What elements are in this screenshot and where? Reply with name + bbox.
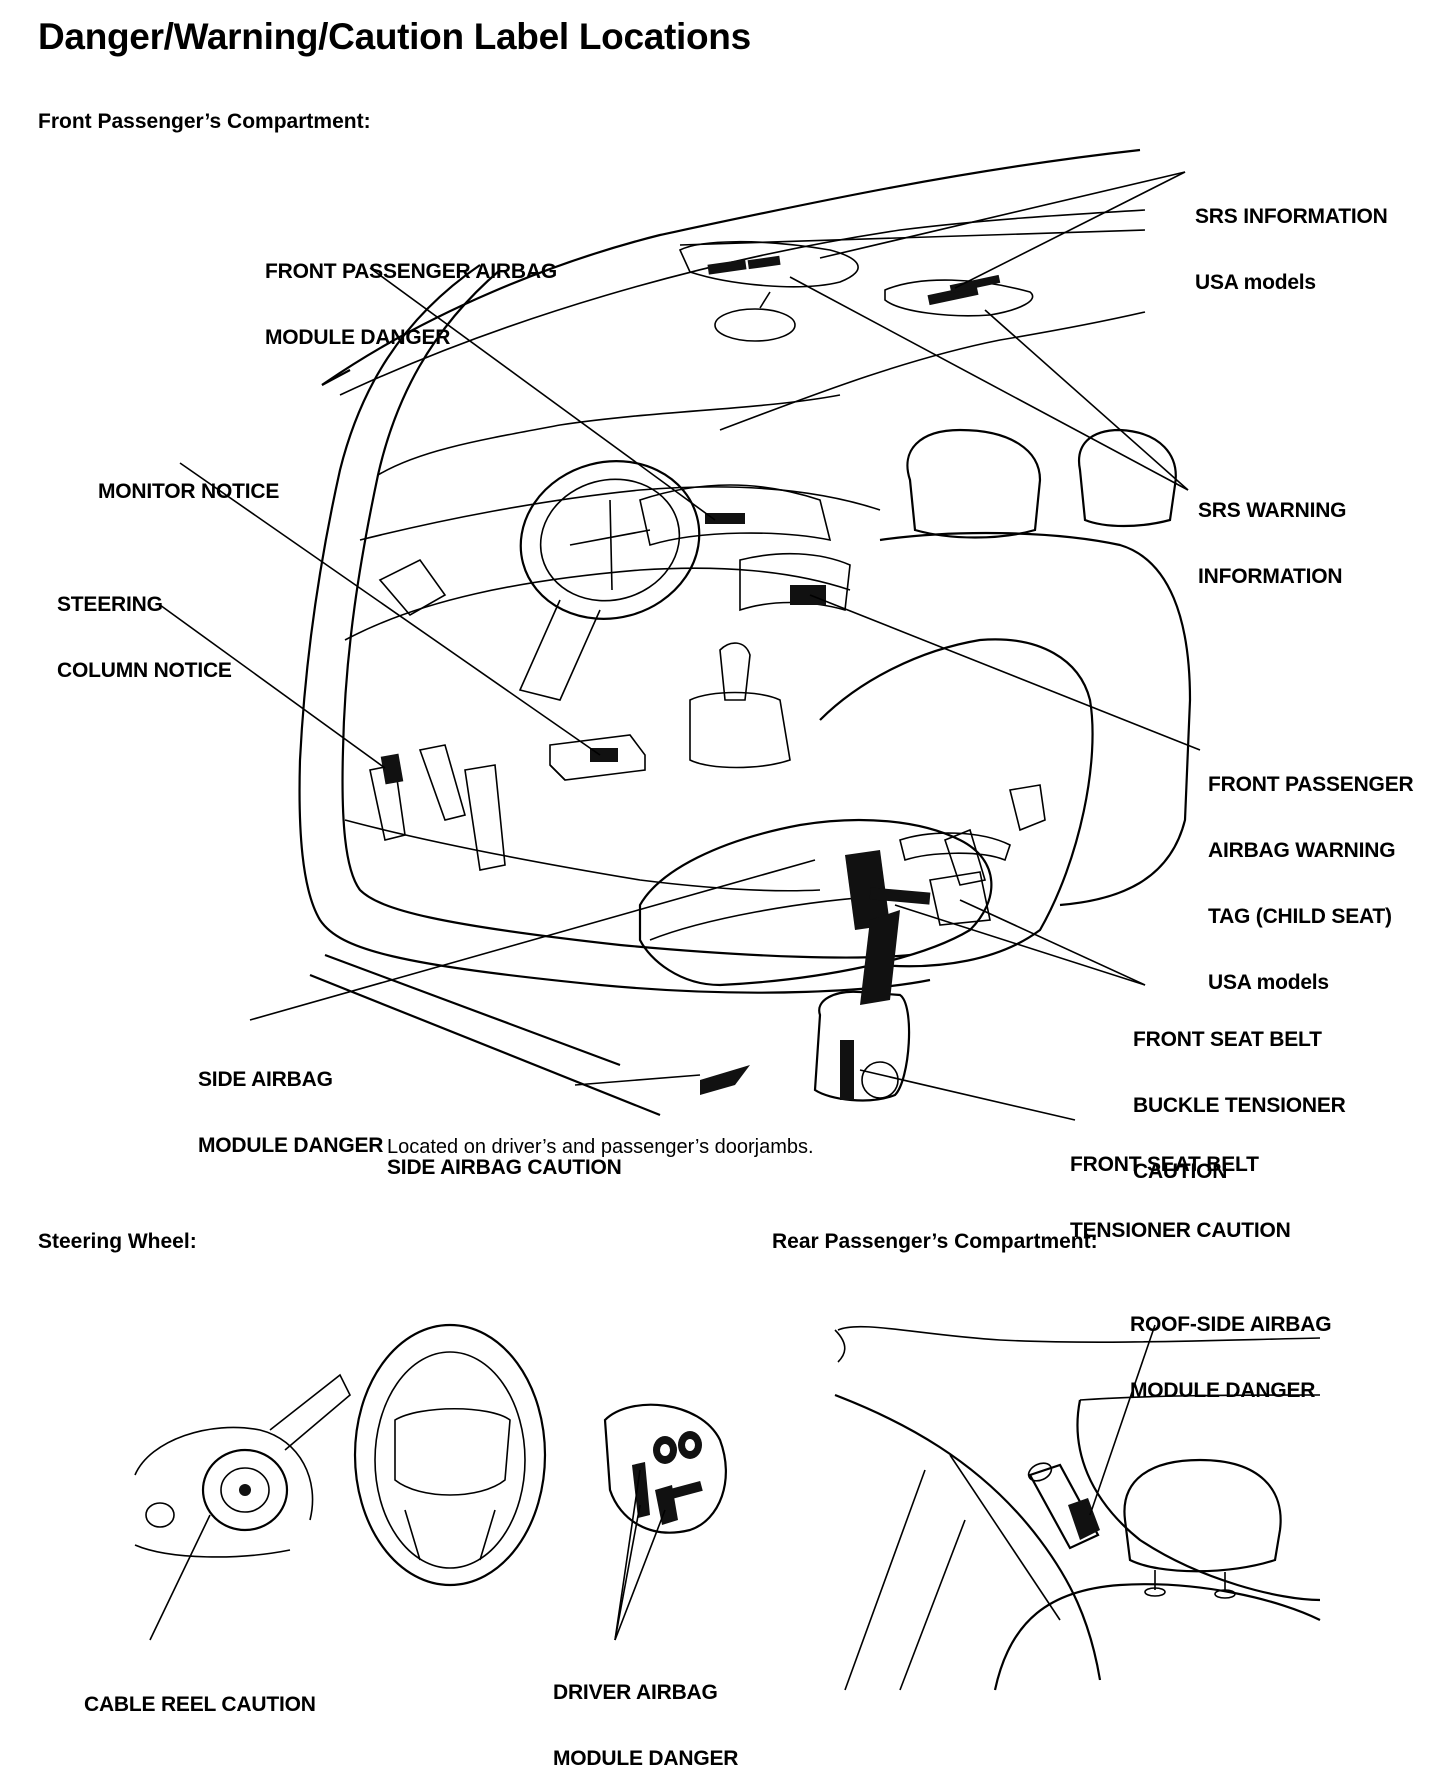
callout-side-airbag-caution: SIDE AIRBAG CAUTION bbox=[387, 1113, 622, 1201]
callout-fpawt-line4: USA models bbox=[1208, 971, 1329, 994]
callout-monitor-notice: MONITOR NOTICE bbox=[98, 437, 279, 525]
callout-damd-line2: MODULE DANGER bbox=[553, 1747, 739, 1770]
callout-steering-column-notice: STEERING COLUMN NOTICE bbox=[57, 550, 232, 704]
callout-driver-airbag-module-danger: DRIVER AIRBAG MODULE DANGER bbox=[553, 1638, 738, 1792]
section-steering-heading: Steering Wheel: bbox=[38, 1230, 197, 1253]
callout-front-seat-belt-buckle-tensioner-caution: FRONT SEAT BELT BUCKLE TENSIONER CAUTION bbox=[1133, 985, 1346, 1205]
callout-srs-warning-information: SRS WARNING INFORMATION bbox=[1198, 456, 1347, 610]
callout-fsbtc-line1: FRONT SEAT BELT bbox=[1070, 1153, 1259, 1176]
label-locations-illustration bbox=[134, 148, 1321, 1691]
rear-leader-lines bbox=[1089, 1324, 1156, 1516]
front-compartment-drawing bbox=[298, 148, 1192, 1117]
section-front-heading: Front Passenger’s Compartment: bbox=[38, 110, 371, 133]
callout-front-passenger-airbag-module-danger: FRONT PASSENGER AIRBAG MODULE DANGER bbox=[265, 217, 557, 371]
callout-fpawt-line1: FRONT PASSENGER bbox=[1208, 773, 1414, 796]
page-title: Danger/Warning/Caution Label Locations bbox=[38, 16, 751, 57]
callout-front-passenger-airbag-warning-tag: FRONT PASSENGER AIRBAG WARNING TAG (CHIL… bbox=[1208, 730, 1414, 1016]
callout-srs-information-line1: SRS INFORMATION bbox=[1195, 205, 1388, 228]
callout-srs-information-line2: USA models bbox=[1195, 271, 1316, 294]
callout-fpawt-line2: AIRBAG WARNING bbox=[1208, 839, 1396, 862]
callout-damd-line1: DRIVER AIRBAG bbox=[553, 1681, 718, 1704]
callout-samd-line2: MODULE DANGER bbox=[198, 1134, 384, 1157]
callout-srs-information: SRS INFORMATION USA models bbox=[1195, 162, 1388, 316]
callout-roof-side-airbag-module-danger: ROOF-SIDE AIRBAG MODULE DANGER bbox=[1130, 1270, 1332, 1424]
callout-cable-reel-caution: CABLE REEL CAUTION bbox=[84, 1650, 316, 1738]
callout-fsbtc-line2: TENSIONER CAUTION bbox=[1070, 1219, 1291, 1242]
front-leader-lines bbox=[159, 171, 1201, 1121]
callout-rsamd-line2: MODULE DANGER bbox=[1130, 1379, 1316, 1402]
callout-fsbbtc-line2: BUCKLE TENSIONER bbox=[1133, 1094, 1346, 1117]
callout-cable-reel-line1: CABLE REEL CAUTION bbox=[84, 1693, 316, 1716]
callout-fpamd-line1: FRONT PASSENGER AIRBAG bbox=[265, 260, 557, 283]
callout-front-seat-belt-tensioner-caution: FRONT SEAT BELT TENSIONER CAUTION bbox=[1070, 1110, 1291, 1264]
callout-rsamd-line1: ROOF-SIDE AIRBAG bbox=[1130, 1313, 1332, 1336]
rear-drawing bbox=[834, 1325, 1321, 1691]
callout-fpamd-line2: MODULE DANGER bbox=[265, 326, 451, 349]
callout-side-airbag-caution-line1: SIDE AIRBAG CAUTION bbox=[387, 1156, 622, 1179]
steering-leader-lines bbox=[149, 1469, 666, 1641]
callout-fsbbtc-line1: FRONT SEAT BELT bbox=[1133, 1028, 1322, 1051]
callout-side-airbag-module-danger: SIDE AIRBAG MODULE DANGER bbox=[198, 1025, 383, 1179]
callout-steering-column-line1: STEERING bbox=[57, 593, 163, 616]
callout-fpawt-line3: TAG (CHILD SEAT) bbox=[1208, 905, 1392, 928]
callout-monitor-notice-line1: MONITOR NOTICE bbox=[98, 480, 280, 503]
section-rear-heading: Rear Passenger’s Compartment: bbox=[772, 1230, 1098, 1253]
steering-drawing bbox=[134, 1323, 727, 1587]
callout-samd-line1: SIDE AIRBAG bbox=[198, 1068, 333, 1091]
callout-steering-column-line2: COLUMN NOTICE bbox=[57, 659, 232, 682]
callout-srs-warning-line2: INFORMATION bbox=[1198, 565, 1343, 588]
callout-srs-warning-line1: SRS WARNING bbox=[1198, 499, 1347, 522]
callout-fsbbtc-line3: CAUTION bbox=[1133, 1160, 1228, 1183]
callout-side-airbag-caution-note: Located on driver’s and passenger’s door… bbox=[387, 1136, 814, 1158]
